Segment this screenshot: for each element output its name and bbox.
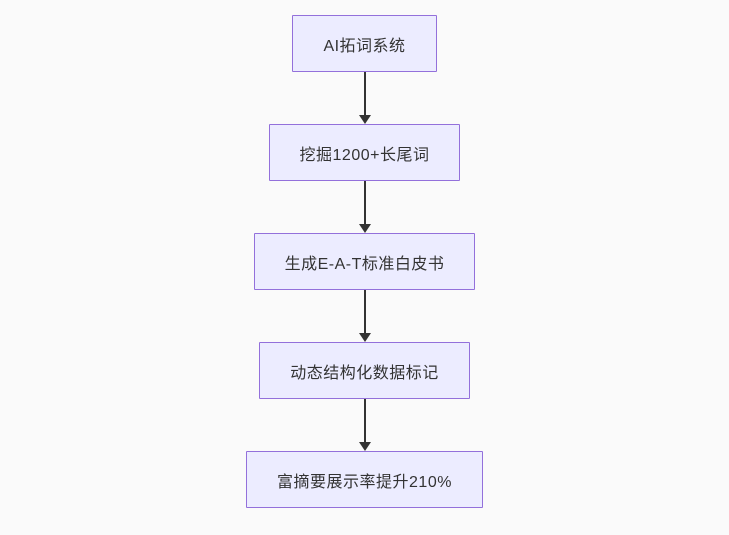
node-label: 生成E-A-T标准白皮书	[284, 255, 445, 273]
flowchart-node-n3: 生成E-A-T标准白皮书	[253, 233, 476, 290]
arrow-line	[363, 399, 366, 442]
node-label: AI拓词系统	[323, 37, 406, 55]
arrowhead-icon	[358, 333, 371, 342]
arrow-line	[363, 72, 366, 115]
arrow-connector	[358, 399, 371, 451]
flowchart-node-n1: AI拓词系统	[292, 15, 437, 72]
flowchart-node-n5: 富摘要展示率提升210%	[246, 451, 483, 508]
arrowhead-icon	[358, 115, 371, 124]
node-label: 动态结构化数据标记	[290, 364, 439, 382]
arrow-connector	[358, 181, 371, 233]
node-label: 挖掘1200+长尾词	[299, 146, 430, 164]
arrowhead-icon	[358, 224, 371, 233]
arrow-connector	[358, 290, 371, 342]
node-label: 富摘要展示率提升210%	[277, 473, 452, 491]
flowchart: AI拓词系统挖掘1200+长尾词生成E-A-T标准白皮书动态结构化数据标记富摘要…	[0, 15, 729, 508]
arrow-connector	[358, 72, 371, 124]
arrow-line	[363, 181, 366, 224]
arrowhead-icon	[358, 442, 371, 451]
flowchart-node-n4: 动态结构化数据标记	[259, 342, 470, 399]
arrow-line	[363, 290, 366, 333]
flowchart-node-n2: 挖掘1200+长尾词	[268, 124, 461, 181]
